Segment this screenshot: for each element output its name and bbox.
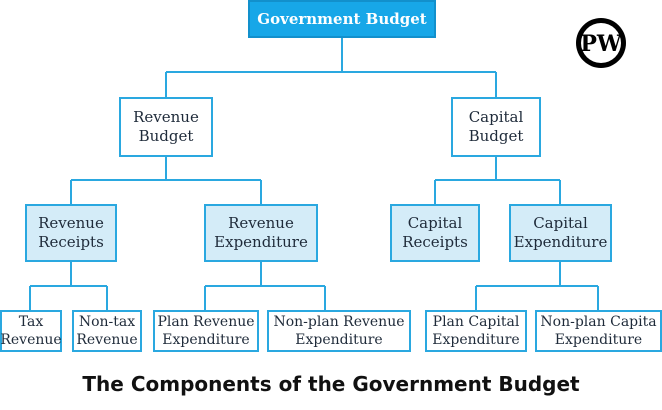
node-capital-expenditure: Capital Expenditure	[509, 204, 612, 262]
node-revenue-budget: Revenue Budget	[119, 97, 213, 157]
node-non-tax-revenue: Non-tax Revenue	[72, 310, 142, 352]
node-non-plan-revenue-expenditure: Non-plan Revenue Expenditure	[267, 310, 411, 352]
node-non-plan-capital-expenditure-label: Non-plan Capita Expenditure	[540, 313, 657, 348]
node-capital-receipts-label: Capital Receipts	[402, 214, 468, 251]
node-revenue-receipts-label: Revenue Receipts	[38, 214, 104, 251]
node-non-plan-capital-expenditure: Non-plan Capita Expenditure	[535, 310, 662, 352]
node-plan-revenue-expenditure: Plan Revenue Expenditure	[153, 310, 259, 352]
node-government-budget-label: Government Budget	[257, 9, 427, 28]
node-plan-capital-expenditure: Plan Capital Expenditure	[425, 310, 527, 352]
node-capital-expenditure-label: Capital Expenditure	[513, 214, 608, 251]
node-plan-revenue-expenditure-label: Plan Revenue Expenditure	[157, 313, 255, 348]
node-capital-receipts: Capital Receipts	[390, 204, 480, 262]
node-government-budget: Government Budget	[248, 0, 436, 38]
diagram-caption: The Components of the Government Budget	[82, 372, 580, 396]
node-revenue-budget-label: Revenue Budget	[133, 108, 199, 145]
node-capital-budget: Capital Budget	[451, 97, 541, 157]
node-non-plan-revenue-expenditure-label: Non-plan Revenue Expenditure	[273, 313, 405, 348]
node-tax-revenue: Tax Revenue	[0, 310, 62, 352]
node-revenue-expenditure: Revenue Expenditure	[204, 204, 318, 262]
node-revenue-receipts: Revenue Receipts	[25, 204, 117, 262]
node-non-tax-revenue-label: Non-tax Revenue	[76, 313, 138, 348]
node-capital-budget-label: Capital Budget	[468, 108, 524, 145]
pw-logo: PW	[576, 18, 626, 68]
node-revenue-expenditure-label: Revenue Expenditure	[214, 214, 308, 251]
node-plan-capital-expenditure-label: Plan Capital Expenditure	[432, 313, 520, 348]
node-tax-revenue-label: Tax Revenue	[0, 313, 62, 348]
pw-logo-text: PW	[580, 31, 622, 57]
